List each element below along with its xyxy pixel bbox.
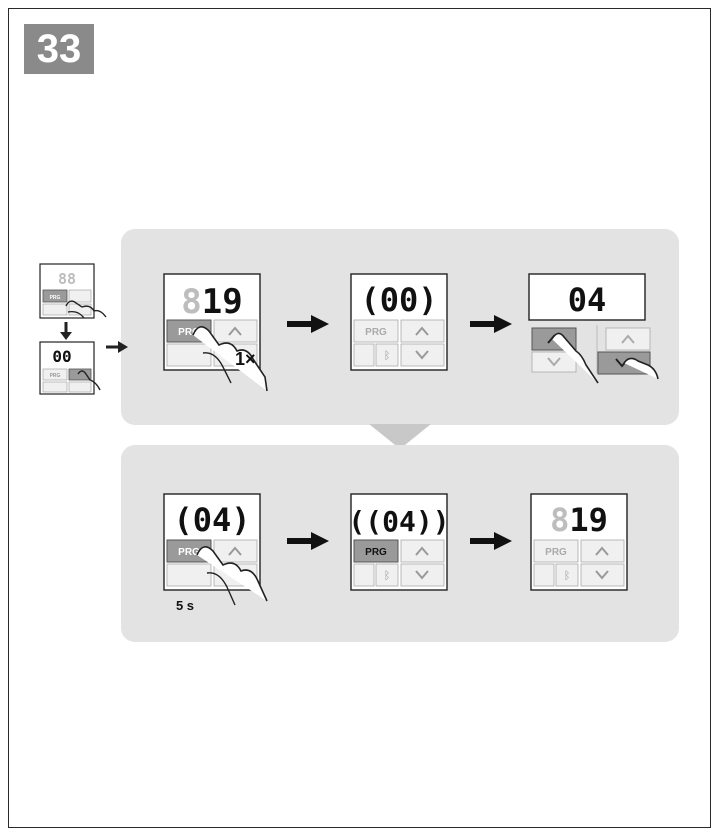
top-device-3: 04 — [528, 273, 659, 384]
pointing-hand-icon — [192, 326, 268, 392]
prg-button[interactable] — [533, 539, 579, 563]
side-display-top: 88 — [58, 270, 76, 288]
arrow-right-icon — [287, 532, 329, 550]
down-connector-arrow — [369, 424, 431, 449]
pointing-hand-icon — [623, 357, 659, 380]
side-display-bottom: 00 — [52, 347, 71, 366]
step-number-badge: 33 — [24, 24, 94, 74]
side-device-top: 88 PRG — [39, 263, 107, 319]
svg-text:PRG: PRG — [365, 327, 387, 338]
down-button[interactable] — [580, 563, 625, 587]
up-button[interactable] — [400, 539, 445, 563]
chevron-up-icon — [595, 546, 609, 556]
top-device-3-display: 04 — [568, 281, 607, 319]
top-device-2-display: (00) — [360, 281, 437, 319]
chevron-up-icon — [228, 546, 242, 556]
svg-text:ᛒ: ᛒ — [384, 350, 391, 362]
top-device-1-display: 819 — [181, 282, 242, 322]
hold-duration-label: 5 s — [176, 598, 194, 613]
bottom-device-1: (04) PRG 5 s — [163, 493, 268, 613]
pointing-hand-icon — [196, 546, 268, 602]
svg-text:PRG: PRG — [50, 295, 61, 301]
up-button[interactable] — [213, 319, 258, 343]
chevron-up-icon — [415, 326, 429, 336]
top-device-2: (00) PRG ᛒ — [350, 273, 448, 371]
bottom-device-3-display: 819 — [550, 501, 608, 539]
chevron-down-icon — [415, 350, 429, 360]
side-down-button — [68, 368, 92, 381]
bluetooth-icon — [375, 563, 399, 587]
arrow-right-icon — [470, 532, 512, 550]
side-prg-button-top — [42, 289, 68, 303]
svg-text:ᛒ: ᛒ — [564, 570, 571, 582]
bluetooth-icon — [375, 343, 399, 367]
side-device-bottom: 00 PRG — [39, 341, 101, 395]
top-device-1: 819 PRG 1× — [163, 273, 268, 392]
svg-text:PRG: PRG — [50, 373, 61, 379]
bottom-device-2: ((04)) PRG ᛒ — [348, 493, 450, 591]
antenna-icon — [533, 563, 555, 587]
press-count-label: 1× — [235, 349, 256, 369]
prg-button[interactable] — [353, 319, 399, 343]
up-button[interactable] — [605, 327, 651, 351]
pointing-hand-icon — [551, 332, 599, 384]
svg-text:ᛒ: ᛒ — [384, 570, 391, 582]
svg-text:PRG: PRG — [178, 327, 200, 338]
up-button[interactable] — [213, 539, 258, 563]
antenna-icon — [353, 563, 375, 587]
chevron-up-icon — [228, 326, 242, 336]
bluetooth-icon — [555, 563, 579, 587]
svg-text:PRG: PRG — [178, 547, 200, 558]
prg-button[interactable] — [353, 539, 399, 563]
down-button[interactable] — [400, 343, 445, 367]
up-button[interactable] — [580, 539, 625, 563]
arrow-right-icon — [287, 315, 329, 333]
svg-text:PRG: PRG — [365, 547, 387, 558]
svg-text:PRG: PRG — [545, 547, 567, 558]
side-sequence: 88 PRG 00 PRG — [39, 263, 128, 395]
arrow-right-icon — [470, 315, 512, 333]
antenna-icon — [353, 343, 375, 367]
bottom-device-2-display: ((04)) — [348, 505, 449, 538]
down-button[interactable] — [400, 563, 445, 587]
chevron-down-icon — [415, 570, 429, 580]
chevron-up-icon — [415, 546, 429, 556]
bottom-device-3: 819 PRG ᛒ — [530, 493, 628, 591]
bottom-device-1-display: (04) — [173, 501, 250, 539]
up-button[interactable] — [400, 319, 445, 343]
chevron-down-icon — [595, 570, 609, 580]
